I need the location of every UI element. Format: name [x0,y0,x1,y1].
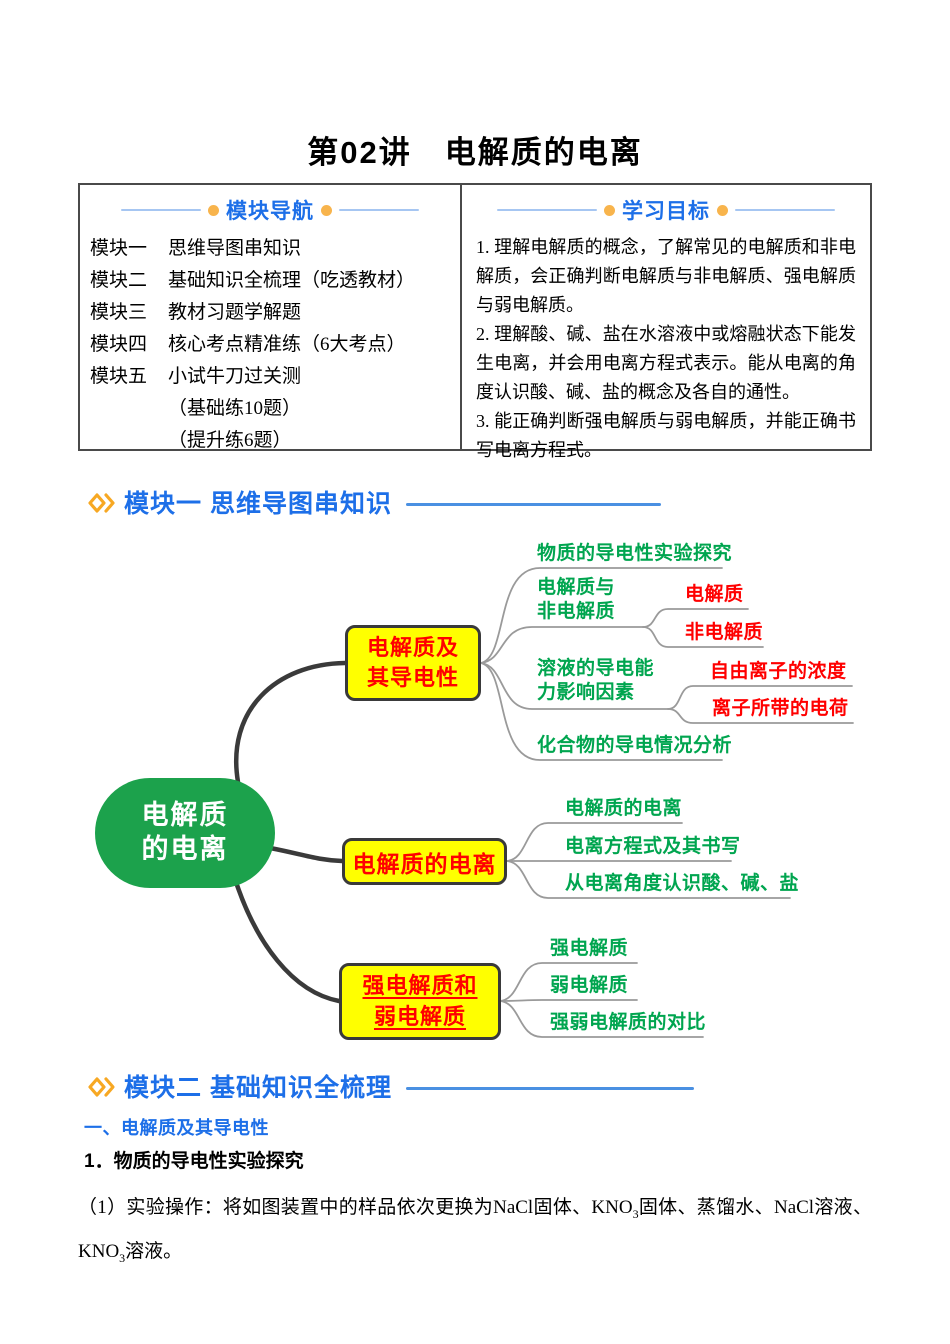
objective-item: 3. 能正确判断强电解质与弱电解质，并能正确书写电离方程式。 [476,411,856,460]
header-line-left [497,209,597,211]
objective-item: 1. 理解电解质的概念，了解常见的电解质和非电解质，会正确判断电解质与非电解质、… [476,237,856,315]
nav-item: 模块一 思维导图串知识 [90,233,450,265]
leaf-label: 电解质的电离 [565,798,683,819]
branch-node-ionization: 电解质的电离 [342,838,507,885]
header-line-right [735,209,835,211]
nav-item-label [90,425,168,457]
experiment-paragraph: （1）实验操作：将如图装置中的样品依次更换为NaCl固体、KNO3固体、蒸馏水、… [78,1189,872,1277]
nav-item: 模块五 小试牛刀过关测 [90,361,450,393]
nav-item: 模块三 教材习题学解题 [90,297,450,329]
subleaf-label: 电解质 [685,584,744,605]
branch2-label: 电解质的电离 [352,850,497,877]
section2-header: 模块二 基础知识全梳理 [88,1068,694,1104]
header-line-right [339,209,419,211]
nav-item-text: 小试牛刀过关测 [168,366,302,387]
subsection-heading: 一、电解质及其导电性 [84,1118,269,1138]
leaf-line2: 力影响因素 [537,682,635,703]
leaf-label: 溶液的导电能 力影响因素 [537,657,654,705]
branch-node-conductivity: 电解质及 其导电性 [345,625,481,701]
module-nav-panel: 模块导航 模块一 思维导图串知识 模块二 基础知识全梳理（吃透教材） 模块三 教… [80,185,462,451]
nav-item: （基础练10题） [90,393,450,425]
mindmap-connectors [233,567,854,1038]
leaf-label: 弱电解质 [550,975,629,996]
info-box: 模块导航 模块一 思维导图串知识 模块二 基础知识全梳理（吃透教材） 模块三 教… [78,183,872,460]
objectives-header: 学习目标 [476,195,856,225]
objective-item: 2. 理解酸、碱、盐在水溶液中或熔融状态下能发生电离，并会用电离方程式表示。能从… [476,324,856,402]
point-heading: 1．物质的导电性实验探究 [84,1151,304,1172]
page-title: 第02讲 电解质的电离 [307,134,643,170]
leaf-label: 从电离角度认识酸、碱、盐 [565,873,800,894]
leaf-label: 电解质与 非电解质 [537,576,615,624]
leaf-line1: 溶液的导电能 [537,658,655,679]
header-line-left [121,209,201,211]
nav-item-text: （基础练10题） [168,398,302,419]
nav-item-text: 核心考点精准练（6大考点） [168,334,406,355]
subleaf-label: 自由离子的浓度 [710,661,847,682]
leaf-label: 化合物的导电情况分析 [537,735,733,756]
nav-item-text: 基础知识全梳理（吃透教材） [168,270,416,291]
nav-item: 模块二 基础知识全梳理（吃透教材） [90,265,450,297]
paragraph-segment: （1）实验操作：将如图装置中的样品依次更换为NaCl固体、KNO [78,1197,633,1218]
subscript: 3 [119,1250,126,1265]
module-nav-header: 模块导航 [90,195,450,225]
section1-rule [405,503,661,506]
root-line1: 电解质 [141,800,229,831]
orange-dot-icon [208,204,219,216]
subscript: 3 [632,1206,639,1221]
double-diamond-icon [88,1077,115,1097]
branch3-line2: 弱电解质 [373,1003,466,1029]
nav-item-label: 模块四 [90,334,148,355]
leaf-label: 物质的导电性实验探究 [537,543,733,564]
objectives-title: 学习目标 [622,200,710,223]
nav-item-text: 思维导图串知识 [168,238,302,259]
root-line2: 的电离 [141,834,229,864]
section2-title: 模块二 基础知识全梳理 [124,1074,392,1102]
orange-dot-icon [717,204,728,216]
nav-item: 模块四 核心考点精准练（6大考点） [90,329,450,361]
section2-rule [405,1087,694,1090]
paragraph-segment: 固体、蒸馏水、NaCl溶液、KNO [78,1197,872,1262]
nav-item-label [90,393,168,425]
double-diamond-icon [88,493,115,513]
nav-item-text: 教材习题学解题 [168,302,302,323]
mindmap: 电解质 的电离 电解质及 其导电性 电解质的电离 强电解质和 弱电解质 物质的导… [0,530,950,1070]
nav-item-label: 模块三 [90,302,148,323]
nav-item-text: （提升练6题） [168,430,292,451]
leaf-label: 电离方程式及其书写 [565,836,741,857]
subleaf-label: 非电解质 [685,622,764,643]
branch-node-strong-weak: 强电解质和 弱电解质 [339,963,501,1040]
mindmap-root-node: 电解质 的电离 [95,778,275,888]
leaf-line1: 电解质与 [537,577,616,598]
nav-item: （提升练6题） [90,425,450,457]
nav-item-label: 模块二 [90,270,148,291]
branch1-line2: 其导电性 [366,665,459,690]
module-nav-title: 模块导航 [226,200,314,223]
nav-item-label: 模块一 [90,238,148,259]
section1-header: 模块一 思维导图串知识 [88,484,661,520]
subleaf-label: 离子所带的电荷 [712,698,849,719]
leaf-label: 强电解质 [550,938,629,959]
branch3-line1: 强电解质和 [362,972,478,998]
leaf-label: 强弱电解质的对比 [550,1012,707,1033]
orange-dot-icon [604,204,615,216]
nav-item-label: 模块五 [90,366,148,387]
leaf-line2: 非电解质 [537,601,616,622]
orange-dot-icon [321,204,332,216]
paragraph-segment: 溶液。 [125,1240,183,1262]
objectives-panel: 学习目标 1. 理解电解质的概念，了解常见的电解质和非电解质，会正确判断电解质与… [462,185,870,460]
branch1-line1: 电解质及 [366,635,459,661]
section1-title: 模块一 思维导图串知识 [124,490,392,518]
